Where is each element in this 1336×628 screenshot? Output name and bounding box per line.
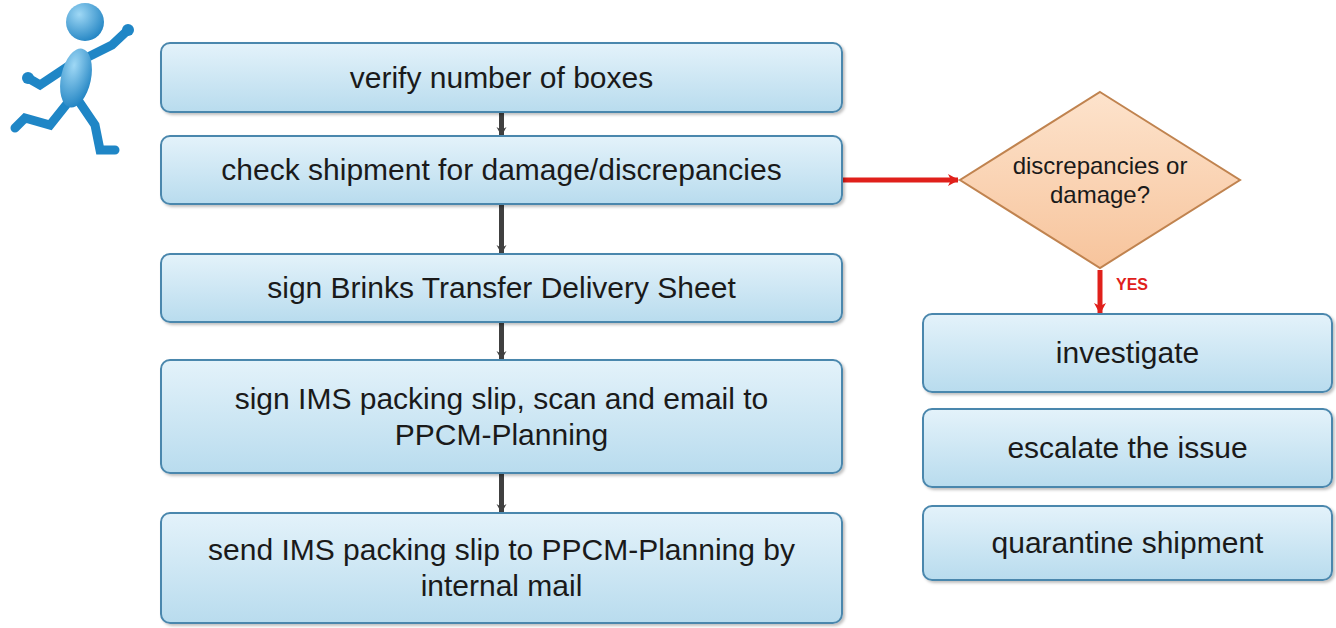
decision-diamond: discrepancies or damage? [958,90,1242,270]
node-text: escalate the issue [1007,430,1247,466]
node-text: quarantine shipment [992,525,1264,561]
runner-body [15,30,128,150]
node-text: discrepancies or damage? [1005,151,1195,209]
process-box: investigate [922,313,1333,393]
process-box: sign Brinks Transfer Delivery Sheet [160,253,843,323]
flow-arrow [1098,270,1103,313]
runner-torso [55,46,97,111]
flow-arrow [499,474,504,512]
edge-label: YES [1114,276,1150,294]
runner-head [66,3,104,41]
node-text: sign IMS packing slip, scan and email to… [192,381,811,453]
process-box: escalate the issue [922,408,1333,488]
flow-arrow [499,113,504,135]
node-text: check shipment for damage/discrepancies [221,152,781,188]
node-text: verify number of boxes [350,60,653,96]
process-box: check shipment for damage/discrepancies [160,135,843,205]
flow-arrow [499,205,504,253]
flow-arrow [843,178,958,183]
process-box: verify number of boxes [160,42,843,113]
process-box: quarantine shipment [922,505,1333,581]
flow-arrow [499,323,504,359]
runner-figure [0,0,160,160]
process-box: sign IMS packing slip, scan and email to… [160,359,843,474]
node-text: send IMS packing slip to PPCM-Planning b… [192,532,811,604]
node-text: investigate [1056,335,1199,371]
diamond-outline [958,90,1242,270]
process-box: send IMS packing slip to PPCM-Planning b… [160,512,843,624]
node-text: sign Brinks Transfer Delivery Sheet [267,270,736,306]
